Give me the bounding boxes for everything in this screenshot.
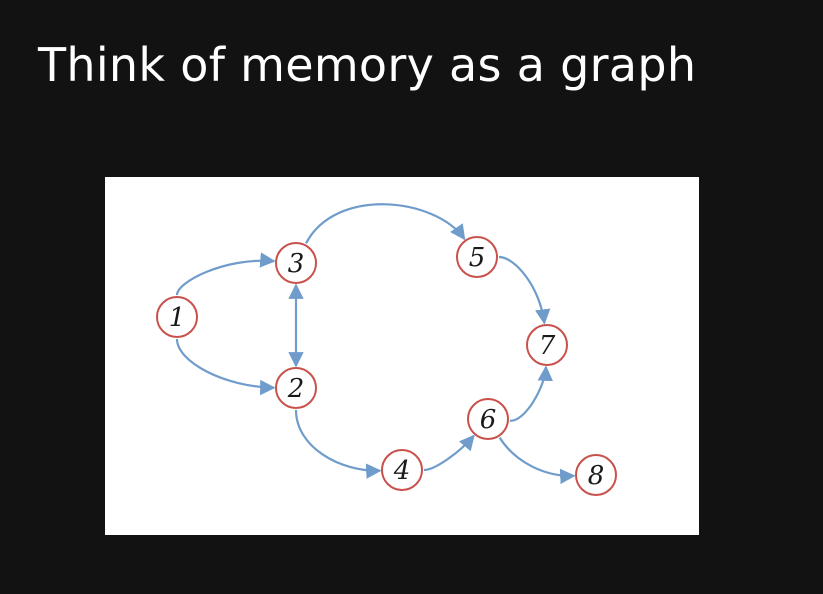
node-circle-1 <box>156 296 198 338</box>
graph-node-8: 8 <box>575 454 617 496</box>
node-circle-5 <box>456 236 498 278</box>
node-label-2: 2 <box>287 374 305 404</box>
node-circle-6 <box>467 398 509 440</box>
node-label-3: 3 <box>288 249 305 279</box>
edge-5-to-7 <box>498 255 551 325</box>
edge-1-to-2 <box>175 338 276 396</box>
graph-node-4: 4 <box>381 449 423 491</box>
node-label-1: 1 <box>169 303 186 333</box>
node-circle-2 <box>275 367 317 409</box>
node-circle-3 <box>275 242 317 284</box>
node-circle-4 <box>381 449 423 491</box>
node-label-6: 6 <box>480 405 497 435</box>
nodes-layer: 1 2 3 4 5 6 7 8 <box>156 236 617 496</box>
graph-node-1: 1 <box>156 296 198 338</box>
graph-node-7: 7 <box>526 324 568 366</box>
graph-node-2: 2 <box>275 367 317 409</box>
node-label-5: 5 <box>469 243 486 273</box>
node-circle-8 <box>575 454 617 496</box>
edge-1-to-3 <box>175 252 276 296</box>
edge-4-to-6 <box>423 434 475 472</box>
slide-title: Think of memory as a graph <box>38 38 697 92</box>
edges-layer <box>175 203 576 485</box>
graph-node-5: 5 <box>456 236 498 278</box>
graph-node-3: 3 <box>275 242 317 284</box>
graph-node-6: 6 <box>467 398 509 440</box>
edge-6-to-7 <box>509 365 553 422</box>
edge-3-to-5 <box>305 203 466 244</box>
node-label-4: 4 <box>393 456 411 486</box>
node-label-7: 7 <box>539 331 556 361</box>
graph-diagram: 1 2 3 4 5 6 7 8 <box>105 177 699 535</box>
edge-2-to-4 <box>294 409 382 479</box>
node-circle-7 <box>526 324 568 366</box>
edge-6-to-8 <box>498 437 576 485</box>
node-label-8: 8 <box>588 461 605 491</box>
